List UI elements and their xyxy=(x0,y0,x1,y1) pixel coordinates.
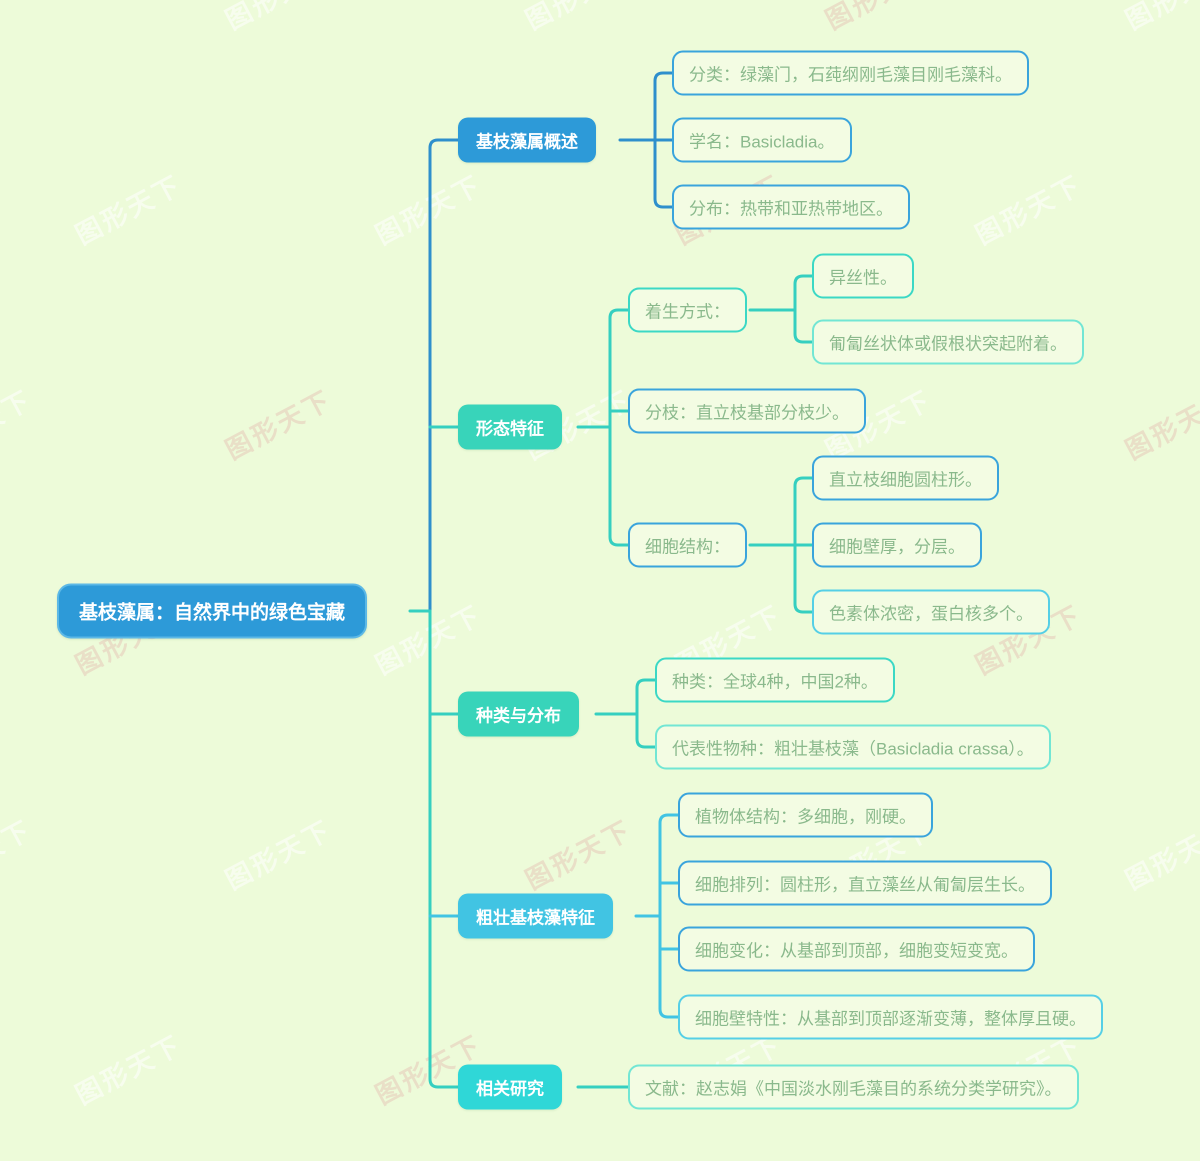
topic-literature[interactable]: 文献：赵志娟《中国淡水刚毛藻目的系统分类学研究》。 xyxy=(628,1064,1079,1110)
topic-branching[interactable]: 分枝：直立枝基部分枝少。 xyxy=(628,388,866,434)
topic-attachment-mode[interactable]: 着生方式： xyxy=(628,287,747,333)
topic-cylindrical-cells[interactable]: 直立枝细胞圆柱形。 xyxy=(812,455,999,501)
topic-distribution[interactable]: 分布：热带和亚热带地区。 xyxy=(672,184,910,230)
branch-node-overview[interactable]: 基枝藻属概述 xyxy=(458,117,596,163)
topic-scientific-name[interactable]: 学名：Basicladia。 xyxy=(672,117,852,163)
topic-prostrate-filaments[interactable]: 匍匐丝状体或假根状突起附着。 xyxy=(812,319,1084,365)
branch-node-morphology[interactable]: 形态特征 xyxy=(458,404,562,450)
topic-classification[interactable]: 分类：绿藻门，石莼纲刚毛藻目刚毛藻科。 xyxy=(672,50,1029,96)
branch-node-crassa-features[interactable]: 粗壮基枝藻特征 xyxy=(458,893,613,939)
topic-cell-variation[interactable]: 细胞变化：从基部到顶部，细胞变短变宽。 xyxy=(678,926,1035,972)
topic-cell-structure[interactable]: 细胞结构： xyxy=(628,522,747,568)
topic-heterotrichy[interactable]: 异丝性。 xyxy=(812,253,914,299)
topic-cell-wall-property[interactable]: 细胞壁特性：从基部到顶部逐渐变薄，整体厚且硬。 xyxy=(678,994,1103,1040)
topic-chromatophore[interactable]: 色素体浓密，蛋白核多个。 xyxy=(812,589,1050,635)
topic-species-count[interactable]: 种类：全球4种，中国2种。 xyxy=(655,657,895,703)
branch-node-research[interactable]: 相关研究 xyxy=(458,1064,562,1110)
topic-thallus-structure[interactable]: 植物体结构：多细胞，刚硬。 xyxy=(678,792,933,838)
topic-cell-wall[interactable]: 细胞壁厚，分层。 xyxy=(812,522,982,568)
topic-cell-arrangement[interactable]: 细胞排列：圆柱形，直立藻丝从匍匐层生长。 xyxy=(678,860,1052,906)
branch-node-species[interactable]: 种类与分布 xyxy=(458,691,579,737)
topic-representative-species[interactable]: 代表性物种：粗壮基枝藻（Basicladia crassa）。 xyxy=(655,724,1051,770)
root-node[interactable]: 基枝藻属：自然界中的绿色宝藏 xyxy=(57,583,368,639)
